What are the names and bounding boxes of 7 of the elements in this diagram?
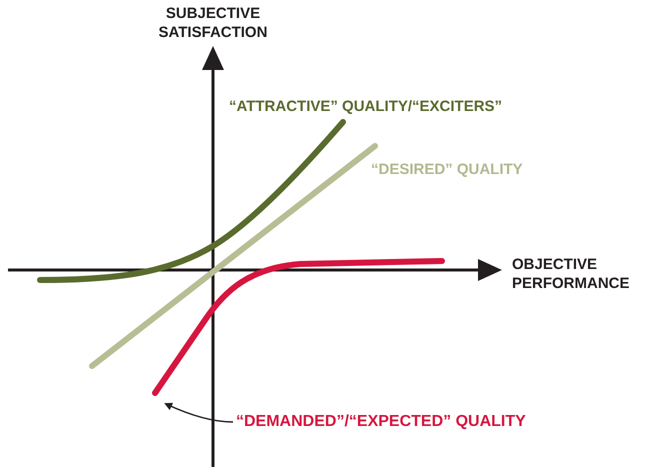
expected-quality-curve <box>152 258 445 396</box>
curve-label: “DEMANDED”/“EXPECTED” QUALITY <box>236 411 526 433</box>
leader-arrow <box>164 402 234 423</box>
axis-or-curve-label: “DESIRED” QUALITY <box>371 160 524 179</box>
axis-or-curve-label: OBJECTIVE PERFORMANCE <box>512 255 631 293</box>
axis-or-curve-label: “ATTRACTIVE” QUALITY/“EXCITERS” <box>229 97 504 116</box>
axis-or-curve-label: SUBJECTIVE SATISFACTION <box>158 4 268 42</box>
